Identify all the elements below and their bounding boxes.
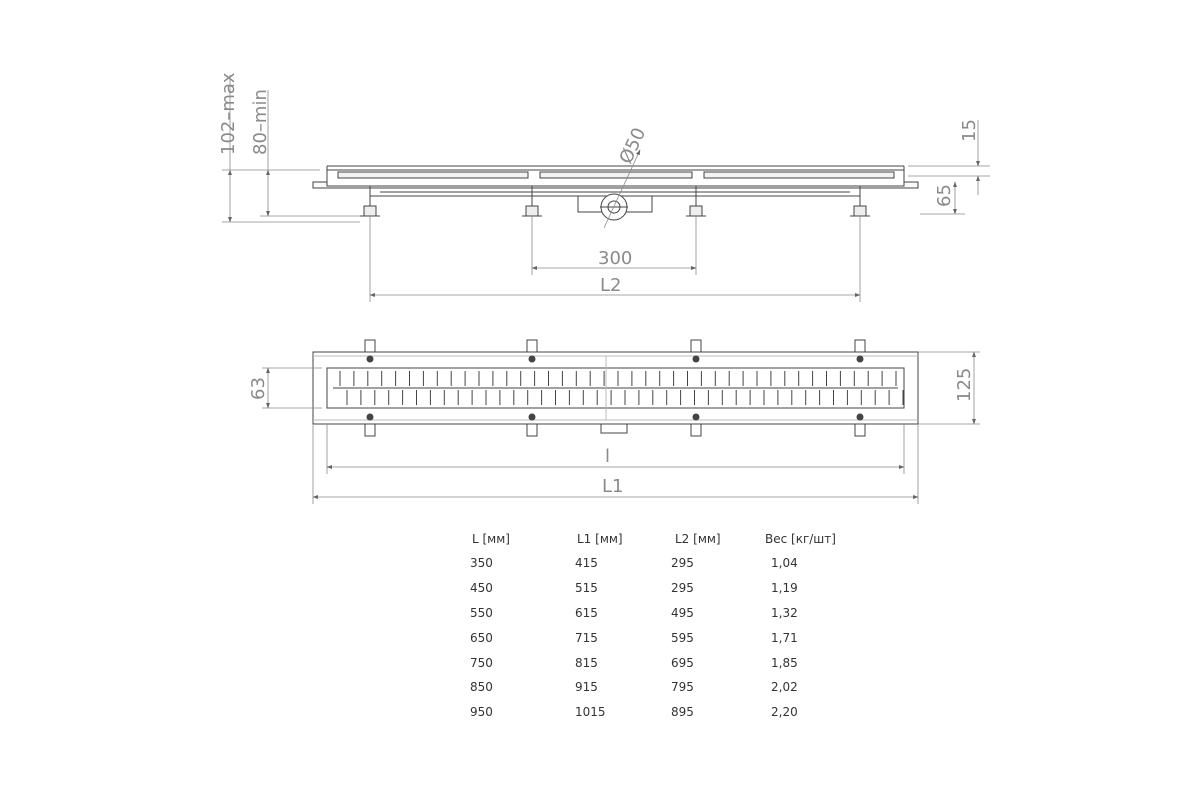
header-weight: Вес [кг/шт] [765, 532, 836, 546]
bolt-hole [366, 413, 374, 421]
cell-l1: 715 [575, 630, 598, 645]
dim-grate-width: 63 [248, 377, 269, 400]
bolt-hole [856, 355, 864, 363]
cell-l: 850 [470, 680, 493, 695]
cell-l2: 295 [671, 556, 694, 571]
bolt-hole [856, 413, 864, 421]
grate-segment [703, 171, 895, 179]
table-row: 750 815 695 1,85 [458, 650, 861, 675]
mounting-brackets [364, 339, 866, 437]
bolt-hole [692, 355, 700, 363]
cell-l2: 295 [671, 581, 694, 596]
cell-weight: 1,71 [771, 630, 798, 645]
grate-segment [337, 171, 529, 179]
grate-segment [539, 171, 693, 179]
cell-l2: 795 [671, 680, 694, 695]
cell-l: 950 [470, 705, 493, 720]
cell-l1: 815 [575, 655, 598, 670]
cell-l1: 615 [575, 605, 598, 620]
top-view-dimensions [262, 351, 980, 504]
cell-weight: 1,19 [771, 581, 798, 596]
cell-l1: 915 [575, 680, 598, 695]
cell-l2: 895 [671, 705, 694, 720]
bracket-tab [364, 339, 376, 353]
dim-total-height: 102–max [218, 72, 239, 155]
dim-l2: L2 [600, 275, 621, 296]
support-leg [360, 186, 380, 217]
cell-weight: 1,85 [771, 655, 798, 670]
bracket-tab [690, 339, 702, 353]
support-leg [686, 186, 706, 217]
bolt-hole [366, 355, 374, 363]
table-row: 550 615 495 1,32 [458, 601, 861, 626]
side-view-dimensions [222, 75, 990, 302]
table-row: 950 1015 895 2,20 [458, 700, 861, 725]
dim-l: l [605, 446, 610, 467]
bracket-tab [690, 423, 702, 437]
dim-top: 15 [959, 119, 980, 142]
table-row: 650 715 595 1,71 [458, 625, 861, 650]
dim-total-width: 125 [954, 368, 975, 402]
dim-l1: L1 [602, 476, 623, 497]
header-l2: L2 [мм] [675, 532, 721, 546]
side-view [312, 165, 919, 221]
cell-l: 650 [470, 630, 493, 645]
table-row: 850 915 795 2,02 [458, 675, 861, 700]
cell-weight: 1,32 [771, 605, 798, 620]
cell-l1: 415 [575, 556, 598, 571]
bracket-tab [526, 423, 538, 437]
bolt-hole [692, 413, 700, 421]
bracket-tab [526, 339, 538, 353]
dim-center-span: 300 [598, 248, 632, 269]
support-leg [850, 186, 870, 217]
outlet-stub [600, 423, 628, 434]
bolt-hole [528, 413, 536, 421]
cell-l: 450 [470, 581, 493, 596]
dimensions-table: L [мм] L1 [мм] L2 [мм] Вес [кг/шт] 350 4… [458, 527, 861, 725]
cell-l1: 515 [575, 581, 598, 596]
grate-slots [339, 371, 904, 405]
bracket-tab [854, 423, 866, 437]
cell-l2: 495 [671, 605, 694, 620]
cell-l2: 695 [671, 655, 694, 670]
bracket-tab [854, 339, 866, 353]
support-leg [522, 186, 542, 217]
dim-body: 65 [934, 184, 955, 207]
cell-l: 550 [470, 605, 493, 620]
cell-weight: 2,02 [771, 680, 798, 695]
header-l1: L1 [мм] [577, 532, 623, 546]
cell-weight: 2,20 [771, 705, 798, 720]
cell-l: 750 [470, 655, 493, 670]
cell-l2: 595 [671, 630, 694, 645]
dim-diameter: Ø50 [615, 125, 650, 167]
bracket-tab [364, 423, 376, 437]
header-l: L [мм] [472, 532, 510, 546]
cell-l: 350 [470, 556, 493, 571]
cell-l1: 1015 [575, 705, 606, 720]
dim-min-height: 80–min [250, 89, 271, 155]
bolt-hole [528, 355, 536, 363]
table-row: 450 515 295 1,19 [458, 576, 861, 601]
table-row: 350 415 295 1,04 [458, 551, 861, 576]
top-view [312, 339, 919, 437]
cell-weight: 1,04 [771, 556, 798, 571]
table-header-row: L [мм] L1 [мм] L2 [мм] Вес [кг/шт] [458, 527, 861, 551]
